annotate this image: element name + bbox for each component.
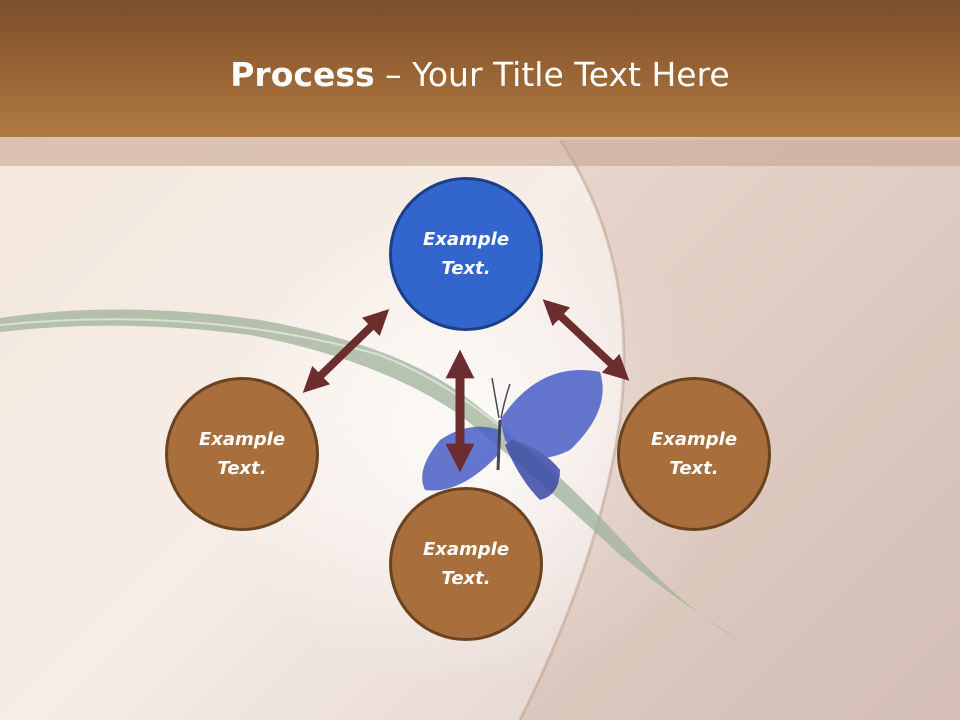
node-left-label: Example Text.: [198, 429, 286, 479]
title-rest: – Your Title Text Here: [374, 55, 730, 94]
header-band: [0, 137, 960, 166]
header-bar: [0, 0, 960, 137]
node-left[interactable]: Example Text.: [165, 377, 319, 531]
title-bold: Process: [230, 55, 375, 94]
slide-title[interactable]: Process – Your Title Text Here: [0, 52, 960, 98]
node-right-label: Example Text.: [650, 429, 738, 479]
node-center[interactable]: Example Text.: [389, 177, 543, 331]
node-right[interactable]: Example Text.: [617, 377, 771, 531]
butterfly-illustration: [422, 370, 603, 500]
node-bottom-label: Example Text.: [422, 539, 510, 589]
silhouette-edge: [518, 139, 626, 720]
node-center-label: Example Text.: [422, 229, 510, 279]
node-bottom[interactable]: Example Text.: [389, 487, 543, 641]
